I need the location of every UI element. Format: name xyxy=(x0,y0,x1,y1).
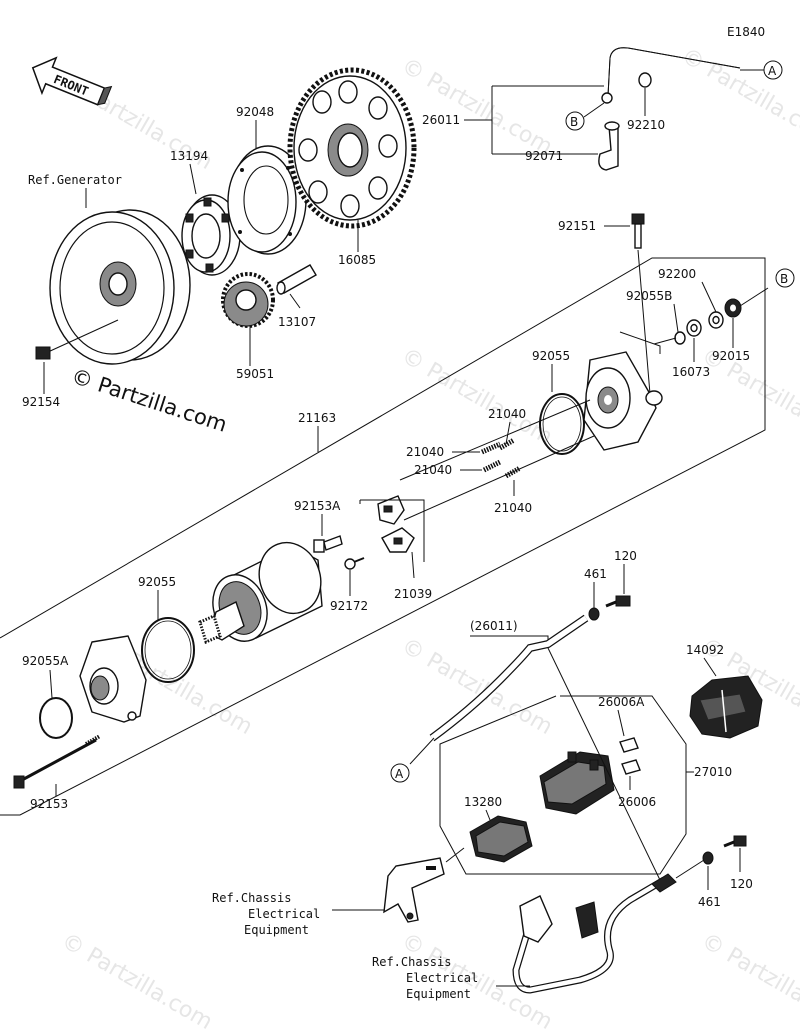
part-label-92151: 92151 xyxy=(558,219,596,233)
ref-generator-label: Ref.Generator xyxy=(28,173,122,187)
part-label-120: 120 xyxy=(614,549,637,563)
part-label-13107: 13107 xyxy=(278,315,316,329)
part-label-92048: 92048 xyxy=(236,105,274,119)
part-label-92055: 92055 xyxy=(138,575,176,589)
relay-13280-icon xyxy=(469,815,533,863)
bolt-120-icon xyxy=(605,595,631,608)
part-label-21163: 21163 xyxy=(298,411,336,425)
diagram-code: E1840 xyxy=(727,25,765,39)
part-label-92055: 92055 xyxy=(532,349,570,363)
starter-yoke-icon xyxy=(198,541,323,645)
brush-springs-icon xyxy=(399,399,595,521)
part-label-21040: 21040 xyxy=(488,407,526,421)
watermark: © Partzilla.com xyxy=(697,929,800,1033)
part-label-21040: 21040 xyxy=(406,445,444,459)
callout-a: A xyxy=(740,60,783,80)
ref-chassis-label: Electrical xyxy=(248,907,320,921)
relay-cover-icon xyxy=(689,675,763,739)
part-label-26006A: 26006A xyxy=(598,695,645,709)
part-label-26011: 26011 xyxy=(422,113,460,127)
front-arrow-icon: FRONT xyxy=(31,56,113,106)
shaft-13107-icon xyxy=(276,264,317,295)
part-label-92055A: 92055A xyxy=(22,654,69,668)
bolt-92151-icon xyxy=(631,213,651,395)
part-label-92210: 92210 xyxy=(627,118,665,132)
part-label-92172: 92172 xyxy=(330,599,368,613)
callout-b: B xyxy=(775,268,795,288)
idle-gear-59051-icon xyxy=(221,272,275,328)
front-cover-icon xyxy=(79,635,147,723)
watermarks: © Partzilla.com © Partzilla.com © Partzi… xyxy=(57,44,800,1033)
part-label-21040: 21040 xyxy=(414,463,452,477)
watermark: © Partzilla.com xyxy=(397,54,557,161)
gear-holder-92048-icon xyxy=(227,145,307,255)
part-label-59051: 59051 xyxy=(236,367,274,381)
end-cover-icon xyxy=(583,331,663,451)
svg-text:B: B xyxy=(570,115,578,129)
part-label-92200: 92200 xyxy=(658,267,696,281)
fuse-clips-icon xyxy=(619,737,641,775)
watermark: © Partzilla.com xyxy=(57,929,217,1033)
part-label-92153: 92153 xyxy=(30,797,68,811)
part-label-461: 461 xyxy=(584,567,607,581)
ref-chassis-label: Equipment xyxy=(244,923,309,937)
svg-text:B: B xyxy=(780,272,788,286)
part-label-16073: 16073 xyxy=(672,365,710,379)
part-label-120: 120 xyxy=(730,877,753,891)
bolt-92154-icon xyxy=(35,319,119,360)
svg-text:A: A xyxy=(768,64,777,78)
bolt-120-icon xyxy=(723,835,747,848)
ref-chassis-label: Electrical xyxy=(406,971,478,985)
ref-chassis-label: Ref.Chassis xyxy=(212,891,291,905)
part-label-92015: 92015 xyxy=(712,349,750,363)
part-label-21040: 21040 xyxy=(494,501,532,515)
washer-stack-icon xyxy=(674,298,742,345)
part-label-26006: 26006 xyxy=(618,795,656,809)
part-label-13280: 13280 xyxy=(464,795,502,809)
mounting-bracket-icon xyxy=(383,847,465,923)
part-label-14092: 14092 xyxy=(686,643,724,657)
part-label-13194: 13194 xyxy=(170,149,208,163)
part-label-92071: 92071 xyxy=(525,149,563,163)
ref-chassis-label: Equipment xyxy=(406,987,471,1001)
part-label-27010: 27010 xyxy=(694,765,732,779)
watermark: © Partzilla.com xyxy=(677,44,800,151)
starter-relay-icon xyxy=(539,751,615,815)
generator-rotor-icon xyxy=(49,209,191,365)
part-label-16085: 16085 xyxy=(338,253,376,267)
callout-b: B xyxy=(565,102,605,131)
ref-chassis-label: Ref.Chassis xyxy=(372,955,451,969)
part-label-21039: 21039 xyxy=(394,587,432,601)
part-label-92154: 92154 xyxy=(22,395,60,409)
svg-text:A: A xyxy=(395,767,404,781)
starter-gear-16085-icon xyxy=(287,67,417,229)
bolt-92153-icon xyxy=(13,734,101,789)
part-label-26011-paren: (26011) xyxy=(470,619,518,633)
brush-holder-21039-icon xyxy=(377,495,415,553)
starter-cable-icon xyxy=(409,614,589,765)
starter-clutch-icon xyxy=(181,194,241,276)
part-label-461: 461 xyxy=(698,895,721,909)
part-label-92055B: 92055B xyxy=(626,289,672,303)
brand-watermark: © Partzilla.com xyxy=(68,364,230,437)
screw-92172-icon xyxy=(344,557,365,570)
part-label-92153A: 92153A xyxy=(294,499,341,513)
callout-a: A xyxy=(390,763,410,783)
hose-assembly-icon xyxy=(598,47,741,171)
screw-92153A-icon xyxy=(313,535,343,553)
wire-harness-icon xyxy=(512,873,677,994)
